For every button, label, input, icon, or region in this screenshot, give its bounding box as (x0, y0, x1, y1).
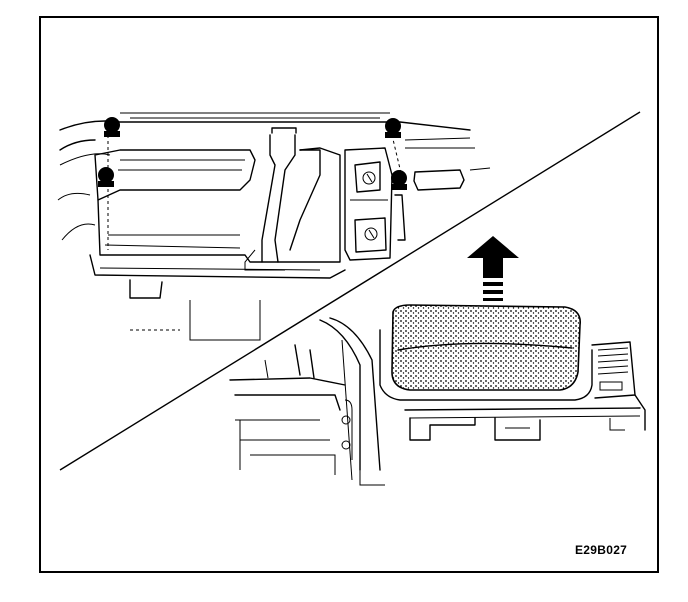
figure-code: E29B027 (575, 543, 628, 557)
up-arrow-icon (467, 236, 519, 301)
lower-right-view (229, 236, 646, 486)
bolt-icon (391, 170, 407, 190)
bolt-icon (98, 167, 114, 187)
cover-pad (391, 304, 582, 391)
view-separator (59, 111, 641, 471)
bolt-icon (104, 117, 120, 137)
figure-frame (39, 16, 659, 573)
bolt-icon (385, 118, 401, 138)
upper-left-view (57, 112, 491, 341)
